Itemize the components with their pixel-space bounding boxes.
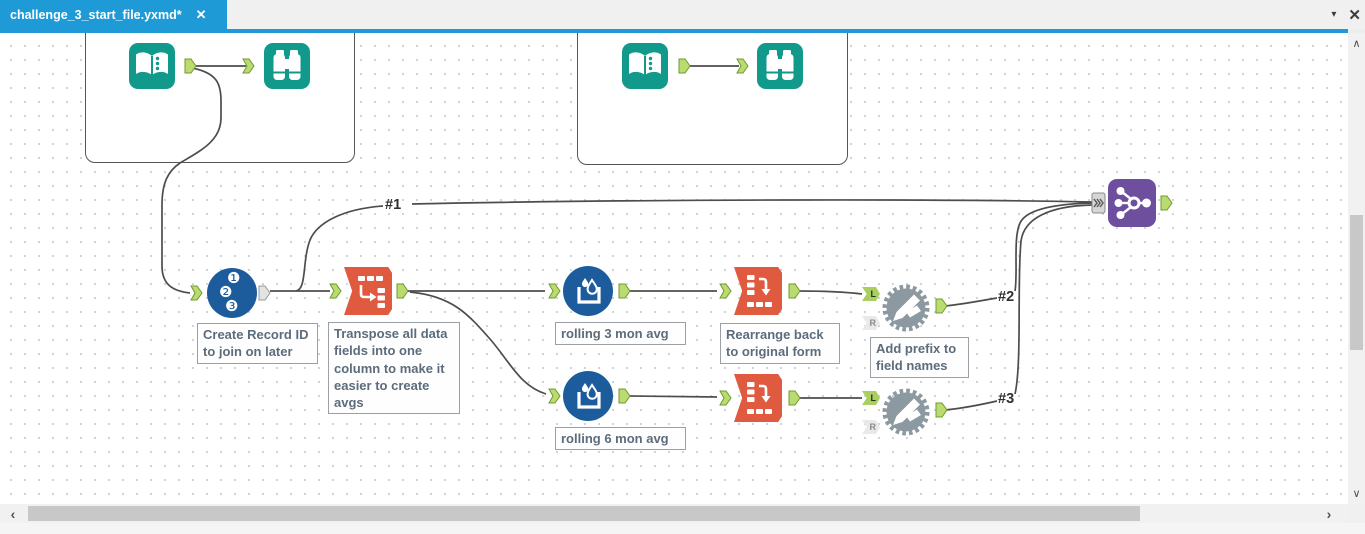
- output-anchor[interactable]: [1160, 195, 1173, 211]
- scroll-left-icon[interactable]: ‹: [10, 505, 16, 522]
- tool-browse-1[interactable]: [264, 43, 310, 89]
- tool-multi-row-formula-2[interactable]: [563, 371, 613, 421]
- output-anchor[interactable]: [618, 283, 631, 299]
- scroll-right-icon[interactable]: ›: [1326, 505, 1332, 522]
- cross-tab-icon: [747, 275, 772, 307]
- tab-challenge-3-start-file[interactable]: challenge_3_start_file.yxmd* ✕: [0, 0, 227, 29]
- multi-input-anchor[interactable]: [1091, 192, 1106, 214]
- tool-input-data-2[interactable]: [622, 43, 668, 89]
- workflow-canvas[interactable]: ❶ ❷ ❸: [0, 33, 1348, 504]
- tabstrip-accent-bar: [0, 29, 1348, 33]
- tab-close-icon[interactable]: ✕: [195, 6, 207, 22]
- tab-title: challenge_3_start_file.yxmd*: [10, 7, 182, 22]
- horizontal-scrollbar-thumb[interactable]: [28, 506, 1140, 521]
- left-input-anchor[interactable]: L: [862, 287, 880, 301]
- scrollbar-corner: [1348, 504, 1365, 523]
- output-anchor[interactable]: [678, 58, 691, 74]
- cross-tab-icon: [747, 382, 772, 414]
- annotation-transpose[interactable]: Transpose all data fields into one colum…: [328, 322, 460, 415]
- annotation-cross-tab[interactable]: Rearrange back to original form: [720, 323, 840, 364]
- tool-dynamic-rename-1[interactable]: [880, 282, 932, 334]
- input-anchor[interactable]: [719, 390, 732, 406]
- browse-binoculars-icon: [766, 50, 794, 80]
- input-anchor[interactable]: [548, 283, 561, 299]
- annotation-record-id[interactable]: Create Record ID to join on later: [197, 323, 318, 364]
- left-input-anchor[interactable]: L: [862, 391, 880, 405]
- output-anchor[interactable]: [788, 390, 801, 406]
- input-anchor[interactable]: [548, 388, 561, 404]
- tool-join-multiple[interactable]: [1108, 179, 1156, 227]
- vertical-scrollbar-thumb[interactable]: [1350, 215, 1363, 350]
- output-anchor[interactable]: [788, 283, 801, 299]
- circled-1-icon: ❶: [227, 270, 241, 287]
- output-anchor[interactable]: [396, 283, 409, 299]
- right-input-anchor[interactable]: R: [862, 420, 880, 434]
- input-anchor[interactable]: [736, 58, 749, 74]
- window-bottom-strip: [0, 523, 1365, 534]
- connection-wires: [161, 65, 1093, 411]
- input-data-icon: [629, 52, 661, 75]
- tool-multi-row-formula-1[interactable]: [563, 266, 613, 316]
- browse-binoculars-icon: [273, 50, 301, 80]
- annotation-rolling-6[interactable]: rolling 6 mon avg: [555, 427, 686, 451]
- output-anchor[interactable]: [935, 298, 948, 314]
- horizontal-scrollbar[interactable]: ‹ ›: [0, 504, 1348, 523]
- tab-list-caret-icon[interactable]: ▾: [1331, 8, 1337, 20]
- dynamic-rename-gear-icon: [882, 388, 930, 436]
- window-close-icon[interactable]: ✕: [1348, 6, 1361, 24]
- annotation-rolling-3[interactable]: rolling 3 mon avg: [555, 322, 686, 346]
- input-anchor[interactable]: [242, 58, 255, 74]
- input-data-icon: [136, 52, 168, 75]
- multi-row-formula-icon: [577, 278, 601, 304]
- input-anchor[interactable]: [190, 285, 203, 301]
- input-anchor[interactable]: [719, 283, 732, 299]
- dynamic-rename-gear-icon: [882, 284, 930, 332]
- output-anchor[interactable]: [618, 388, 631, 404]
- connection-label-2: #2: [998, 289, 1015, 305]
- tool-input-data-1[interactable]: [129, 43, 175, 89]
- output-anchor[interactable]: [935, 402, 948, 418]
- input-anchor[interactable]: [329, 283, 342, 299]
- tool-record-id[interactable]: ❶ ❷ ❸: [207, 268, 257, 318]
- circled-2-icon: ❷: [219, 284, 233, 301]
- output-anchor-unconnected[interactable]: [258, 285, 271, 301]
- scroll-down-icon[interactable]: ∨: [1352, 488, 1361, 500]
- document-tabstrip: challenge_3_start_file.yxmd* ✕ ▾ ✕: [0, 0, 1365, 29]
- tabstrip-controls: ▾ ✕: [1331, 0, 1361, 29]
- join-multiple-icon: [1114, 187, 1151, 219]
- right-input-anchor[interactable]: R: [862, 316, 880, 330]
- tool-browse-2[interactable]: [757, 43, 803, 89]
- tool-dynamic-rename-2[interactable]: [880, 386, 932, 438]
- scroll-up-icon[interactable]: ∧: [1352, 38, 1361, 50]
- connection-label-3: #3: [998, 391, 1015, 407]
- circled-3-icon: ❸: [225, 298, 239, 315]
- output-anchor[interactable]: [184, 58, 197, 74]
- annotation-dynamic-rename[interactable]: Add prefix to field names: [870, 337, 969, 378]
- vertical-scrollbar[interactable]: ∧ ∨: [1348, 33, 1365, 504]
- transpose-icon: [358, 276, 385, 308]
- multi-row-formula-icon: [577, 383, 601, 409]
- connection-label-1: #1: [385, 197, 402, 213]
